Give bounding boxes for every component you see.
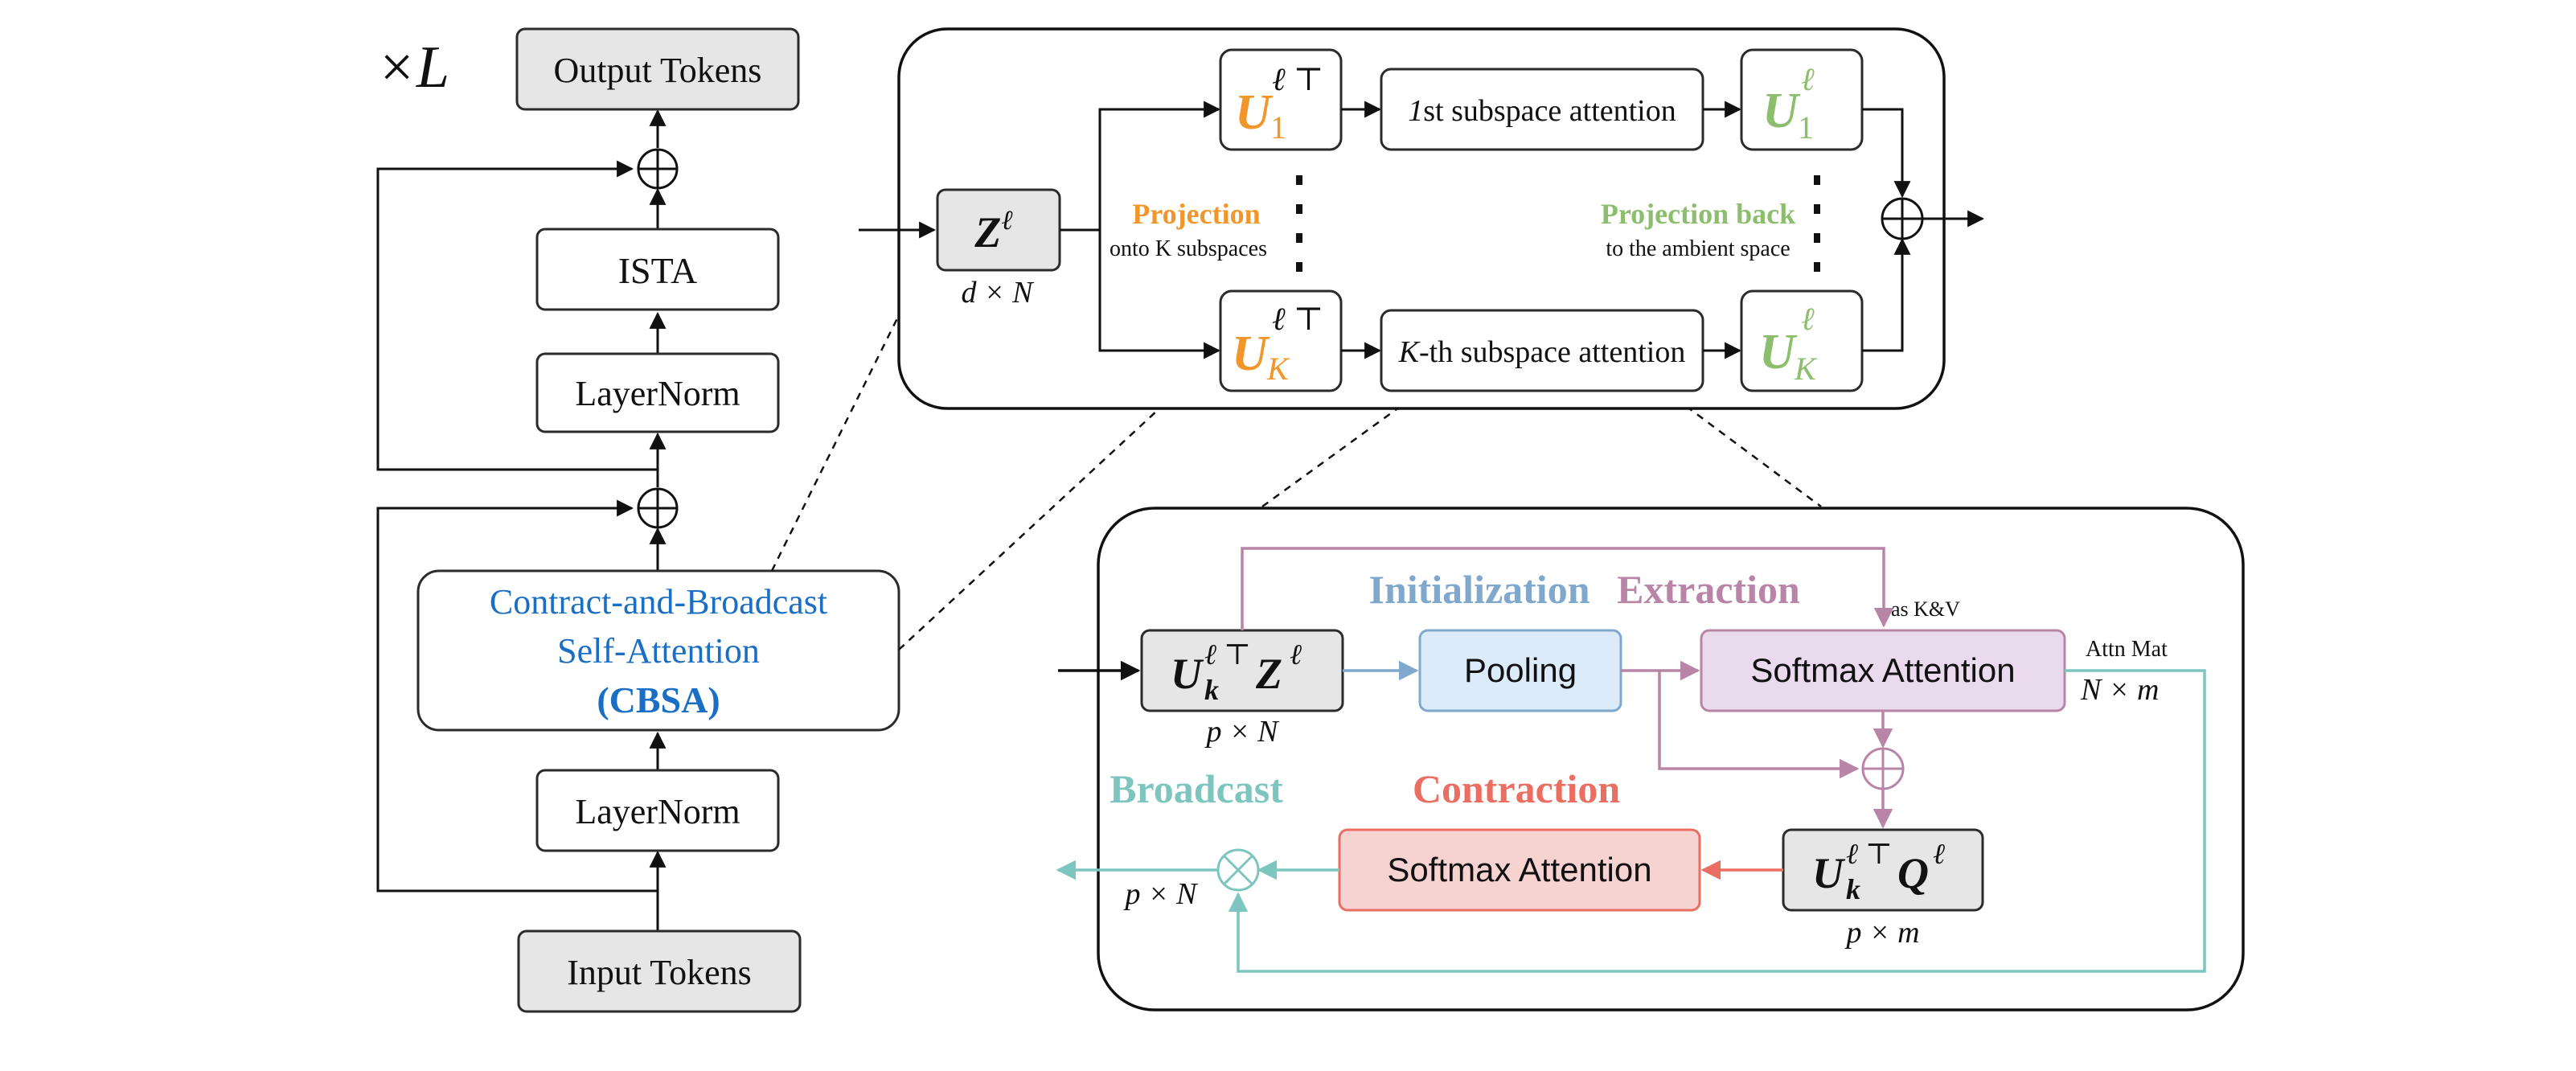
- projected-z-dims: p × N: [1204, 715, 1281, 749]
- z-node: Zℓ: [936, 188, 1061, 272]
- broadcast-multiply-node: [1216, 848, 1260, 892]
- bottom-panel: U k ℓ ⊤ Z ℓ p × N as K&V Initialization …: [1056, 507, 2245, 1012]
- projection-back-title: Projection back: [1601, 198, 1795, 230]
- projection-back-sub: to the ambient space: [1606, 236, 1790, 261]
- layernorm-top-box: LayerNorm: [535, 352, 780, 433]
- output-tokens-box: Output Tokens: [515, 27, 800, 111]
- svg-text:Q: Q: [1897, 849, 1929, 897]
- u1-transpose-node: U 1 ℓ ⊤: [1219, 48, 1343, 151]
- extraction-sum-node: [1861, 747, 1905, 790]
- projection-title: Projection: [1132, 198, 1260, 230]
- svg-text:K: K: [1266, 351, 1290, 387]
- contraction-label: Contraction: [1413, 766, 1620, 811]
- z-dims: d × N: [962, 276, 1036, 310]
- left-stack: ×L Output Tokens: [376, 27, 900, 1013]
- attn-mat-label: Attn Mat: [2086, 637, 2168, 662]
- ellipsis-dots-right: [1814, 175, 1820, 272]
- repeat-label: ×L: [376, 35, 449, 101]
- svg-text:ℓ: ℓ: [1801, 301, 1815, 337]
- skip-connection-1: [376, 499, 658, 892]
- svg-text:ℓ: ℓ: [1290, 638, 1302, 671]
- svg-text:ℓ ⊤: ℓ ⊤: [1272, 61, 1323, 97]
- svg-text:k: k: [1204, 674, 1219, 706]
- svg-text:U: U: [1171, 650, 1204, 698]
- add-node-1: [637, 487, 679, 529]
- top-panel: Zℓ d × N U 1 ℓ ⊤ U K ℓ ⊤ Projection onto…: [859, 27, 1985, 410]
- cbsa-box: Contract-and-Broadcast Self-Attention (C…: [416, 569, 900, 732]
- sum-node: [1881, 197, 1924, 240]
- svg-text:Z: Z: [1255, 650, 1282, 698]
- svg-text:U: U: [1762, 84, 1801, 138]
- branch-line-top: [1060, 101, 1221, 232]
- svg-text:U: U: [1235, 85, 1274, 140]
- attn-mat-dims: N × m: [2080, 673, 2159, 707]
- layernorm-bottom-box: LayerNorm: [535, 769, 780, 852]
- uK-node: U K ℓ: [1740, 289, 1864, 392]
- svg-text:ℓ: ℓ: [1933, 838, 1945, 870]
- as-kv-label: as K&V: [1891, 597, 1960, 621]
- svg-text:1: 1: [1798, 109, 1814, 146]
- ista-box: ISTA: [535, 228, 780, 311]
- arrow-uK-to-sum: [1862, 237, 1911, 352]
- output-dims: p × N: [1123, 877, 1200, 911]
- cbsa-line2: Self-Attention: [557, 631, 760, 671]
- kv-line: [1241, 547, 1894, 630]
- skip-connection-2: [376, 160, 658, 471]
- svg-text:ℓ ⊤: ℓ ⊤: [1846, 838, 1893, 870]
- svg-text:ℓ ⊤: ℓ ⊤: [1272, 301, 1323, 337]
- broadcast-label: Broadcast: [1110, 766, 1283, 811]
- svg-text:K-th subspace attention: K-th subspace attention: [1398, 335, 1686, 369]
- svg-text:ℓ: ℓ: [1801, 61, 1815, 97]
- svg-text:Pooling: Pooling: [1464, 651, 1577, 689]
- attn-subspace-1-box: 1st subspace attention: [1380, 68, 1704, 151]
- projected-q-node: U k ℓ ⊤ Q ℓ: [1782, 828, 1984, 912]
- svg-text:ℓ ⊤: ℓ ⊤: [1204, 638, 1251, 671]
- svg-text:K: K: [1794, 351, 1818, 387]
- input-tokens-label: Input Tokens: [567, 953, 752, 992]
- cbsa-line3: (CBSA): [597, 679, 720, 720]
- pooling-residual-line: [1658, 671, 1860, 779]
- ellipsis-dots-left: [1296, 175, 1302, 272]
- pooling-box: Pooling: [1418, 629, 1622, 712]
- branch-line-bottom: [1098, 230, 1221, 359]
- svg-text:Softmax Attention: Softmax Attention: [1387, 851, 1651, 888]
- svg-text:1st subspace attention: 1st subspace attention: [1408, 94, 1676, 128]
- u1-node: U 1 ℓ: [1740, 48, 1864, 151]
- svg-text:Softmax Attention: Softmax Attention: [1750, 651, 2015, 689]
- extraction-label: Extraction: [1617, 567, 1800, 612]
- attn-subspace-K-box: K-th subspace attention: [1380, 309, 1704, 392]
- ista-label: ISTA: [618, 250, 698, 291]
- projection-sub: onto K subspaces: [1110, 236, 1267, 261]
- cbsa-line1: Contract-and-Broadcast: [490, 582, 827, 622]
- arrow-u1-to-sum: [1862, 108, 1911, 199]
- uK-transpose-node: U K ℓ ⊤: [1219, 289, 1343, 392]
- softmax-contraction-box: Softmax Attention: [1338, 828, 1701, 912]
- layernorm-top-label: LayerNorm: [575, 374, 740, 413]
- add-node-2: [637, 148, 679, 190]
- svg-text:U: U: [1759, 325, 1798, 380]
- projected-q-dims: p × m: [1844, 916, 1919, 950]
- attn-mat-return-line: [1228, 669, 2206, 973]
- svg-text:1: 1: [1270, 109, 1286, 146]
- svg-text:k: k: [1846, 873, 1860, 905]
- input-tokens-box: Input Tokens: [517, 929, 802, 1013]
- svg-text:U: U: [1812, 849, 1846, 897]
- output-tokens-label: Output Tokens: [554, 51, 762, 90]
- projected-z-node: U k ℓ ⊤ Z ℓ: [1140, 629, 1344, 712]
- initialization-label: Initialization: [1368, 567, 1589, 612]
- svg-text:Zℓ: Zℓ: [974, 206, 1012, 256]
- svg-text:U: U: [1232, 326, 1270, 381]
- layernorm-bottom-label: LayerNorm: [575, 792, 740, 831]
- softmax-extraction-box: Softmax Attention: [1700, 629, 2066, 712]
